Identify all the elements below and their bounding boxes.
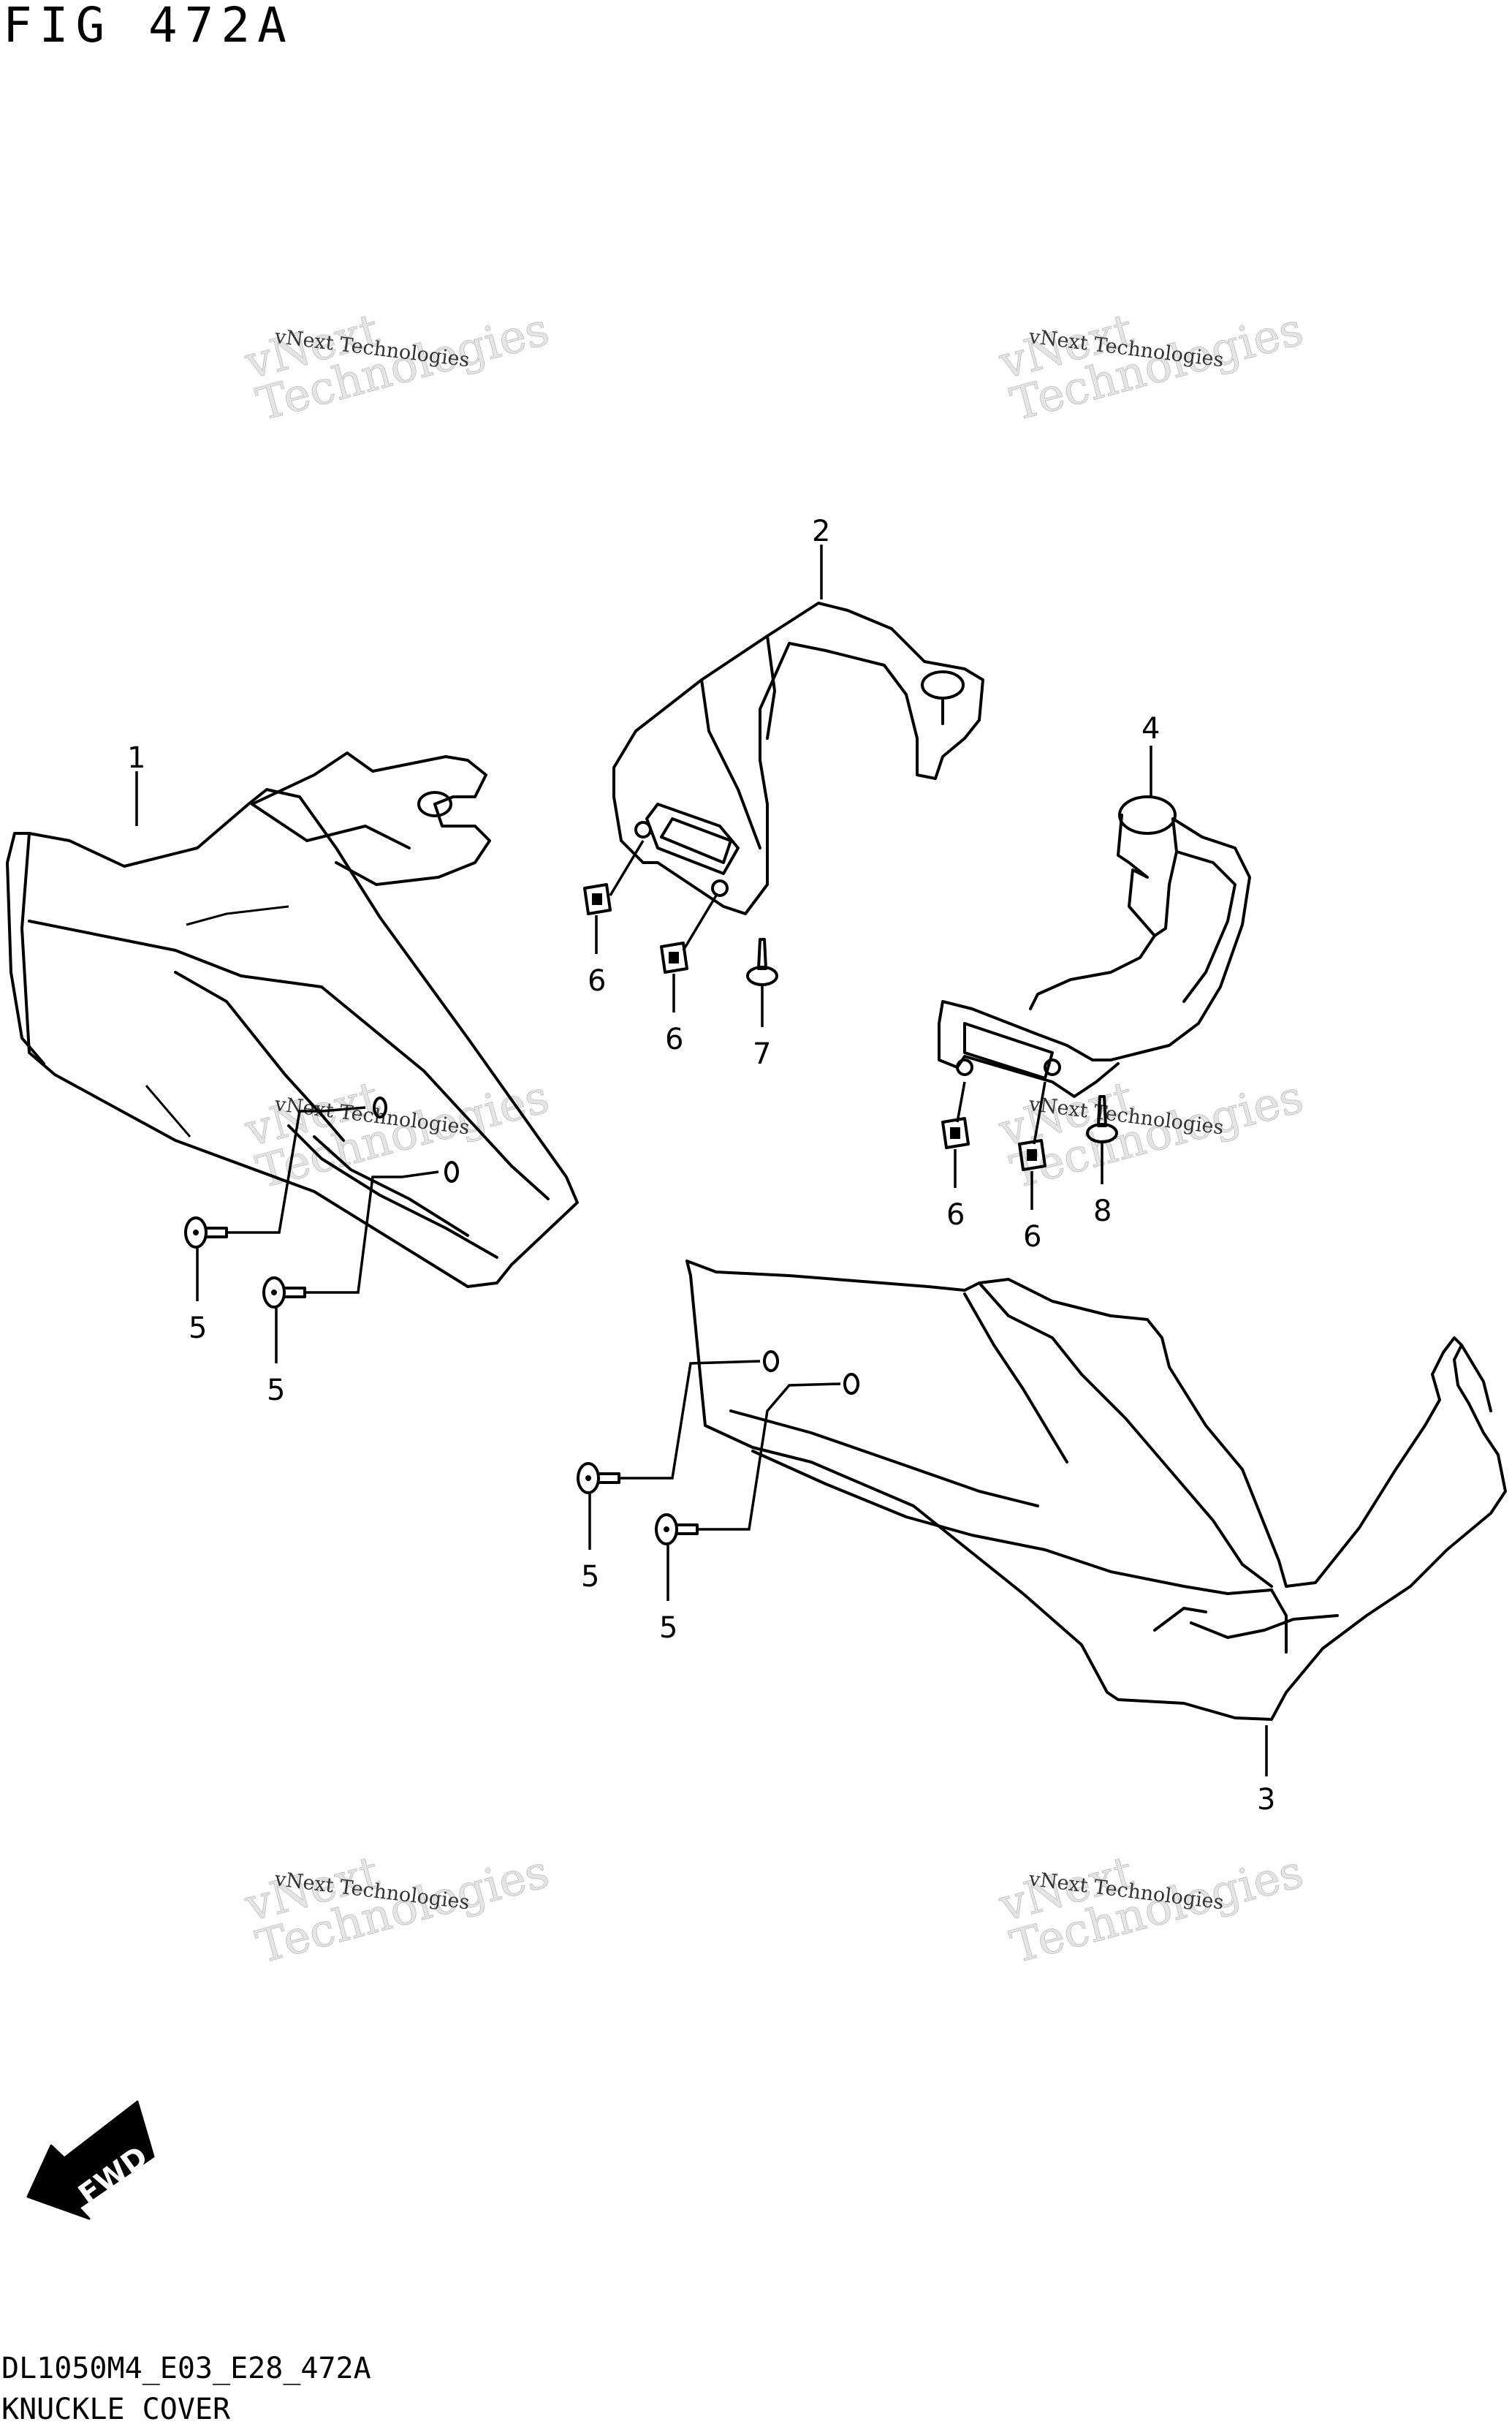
fwd-arrow-icon: FWD: [26, 2100, 155, 2220]
callout-label: 5: [659, 1611, 677, 1645]
callout-label: 6: [946, 1198, 965, 1232]
part-1-left-knuckle-cover: [6, 751, 579, 1288]
screw-5-a: [184, 1216, 228, 1249]
callout-label: 5: [189, 1311, 207, 1345]
part-2-upper-bracket: [612, 602, 984, 915]
leader-lines: [135, 545, 1268, 1776]
callout-label: 5: [581, 1560, 599, 1594]
callout-label: 3: [1257, 1783, 1275, 1817]
callout-label: 7: [753, 1037, 771, 1071]
clip-nut-6-d: [1018, 1139, 1046, 1171]
part-4-right-bracket: [938, 795, 1251, 1098]
model-code: DL1050M4_E03_E28_472A: [1, 2352, 371, 2385]
clip-nut-6-b: [660, 942, 688, 974]
figure-title: FIG 472A: [3, 0, 294, 53]
screw-5-d: [655, 1513, 699, 1545]
screw-5-b: [262, 1276, 306, 1309]
callout-label: 2: [812, 515, 830, 548]
callout-label: 5: [267, 1374, 285, 1407]
clip-nut-6-a: [583, 883, 612, 915]
callout-label: 8: [1093, 1194, 1112, 1228]
callout-label: 6: [665, 1023, 683, 1056]
callout-label: 6: [588, 964, 606, 998]
callout-label: 6: [1023, 1220, 1041, 1254]
part-3-right-knuckle-cover: [685, 1260, 1507, 1721]
callouts: 1 2 3 4 5 5 5 5 6 6 6 6 7 8: [127, 515, 1275, 1817]
clip-nut-6-c: [941, 1117, 970, 1149]
callout-label: 4: [1141, 712, 1160, 746]
section-name: KNUCKLE COVER: [1, 2393, 231, 2426]
bolt-8: [1086, 1095, 1118, 1143]
screw-5-c: [577, 1462, 620, 1494]
bolt-7: [746, 938, 778, 986]
callout-label: 1: [127, 741, 145, 775]
